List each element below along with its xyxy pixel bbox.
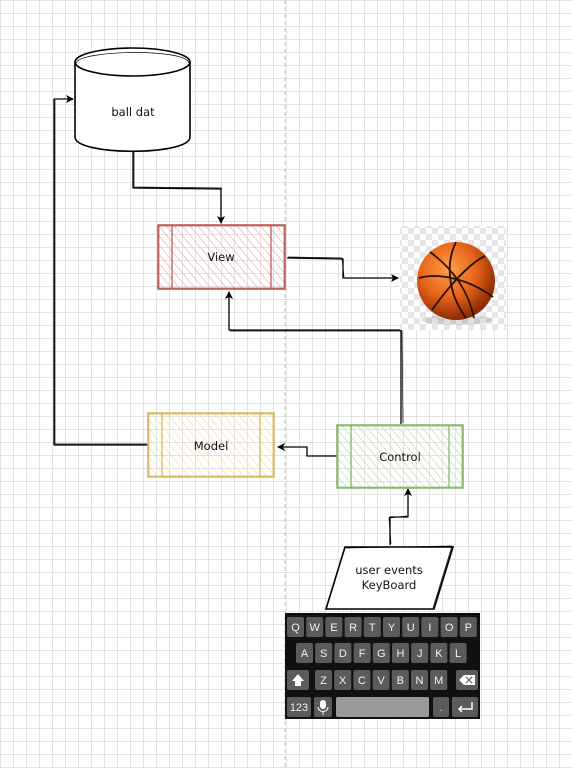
view-node[interactable]: View <box>157 224 286 290</box>
key-r-label: R <box>349 622 357 634</box>
database-top <box>74 47 191 77</box>
edge-control-to-view <box>225 291 402 424</box>
key-o-label: O <box>445 622 454 634</box>
key-f-label: F <box>359 648 366 660</box>
key-p <box>459 617 477 637</box>
space-key <box>336 697 429 717</box>
key-z-label: Z <box>320 675 327 687</box>
period-key-label: . <box>439 702 442 714</box>
key-w-label: W <box>310 622 321 634</box>
key-w <box>306 617 324 637</box>
key-v <box>372 670 390 690</box>
control-node[interactable]: Control <box>336 424 464 489</box>
key-b-label: B <box>397 675 404 687</box>
key-n <box>411 670 428 690</box>
key-x-label: X <box>339 675 347 687</box>
shift-icon <box>292 674 304 686</box>
edge-view-to-ball-sketch <box>287 256 345 278</box>
key-a-label: A <box>301 648 309 660</box>
key-i <box>421 617 439 637</box>
key-j-label: J <box>417 648 423 660</box>
edge-database-to-view <box>132 150 225 224</box>
key-k-label: K <box>435 648 443 660</box>
view-box <box>157 224 286 290</box>
key-t <box>363 617 381 637</box>
model-box <box>147 412 275 478</box>
period-key <box>433 697 449 717</box>
microphone-icon <box>320 700 326 709</box>
key-d <box>334 643 352 663</box>
key-s <box>315 643 333 663</box>
key-u-label: U <box>407 622 415 634</box>
key-g <box>372 643 390 663</box>
key-m-label: M <box>434 675 443 687</box>
key-c <box>353 670 371 690</box>
key-v-label: V <box>377 675 385 687</box>
key-e <box>325 617 343 637</box>
key-x <box>334 670 352 690</box>
control-box <box>336 424 464 489</box>
model-label: Model <box>194 439 229 453</box>
key-o <box>440 617 458 637</box>
key-s-label: S <box>320 648 327 660</box>
enter-icon <box>457 702 473 713</box>
view-label: View <box>207 250 234 264</box>
ball-seams <box>418 241 494 319</box>
database-body <box>74 62 191 152</box>
key-j <box>411 643 429 663</box>
key-g-label: G <box>377 648 386 660</box>
key-y <box>383 617 400 637</box>
key-l <box>449 643 467 663</box>
control-label: Control <box>379 450 421 464</box>
enter-key <box>452 697 478 717</box>
user-events-label: user events <box>355 563 422 577</box>
key-m <box>430 670 448 690</box>
key-b <box>391 670 409 690</box>
key-h <box>392 643 409 663</box>
key-p-label: P <box>465 622 472 634</box>
key-z <box>315 670 332 690</box>
key-l-label: L <box>455 648 461 660</box>
key-r <box>344 617 362 637</box>
keyboard-label: KeyBoard <box>362 578 417 592</box>
key-k <box>430 643 448 663</box>
edge-control-to-model <box>277 443 337 457</box>
key-c-label: C <box>358 675 366 687</box>
key-t-label: T <box>369 622 376 634</box>
connectors <box>53 95 412 545</box>
database-node[interactable]: ball dat <box>74 47 191 152</box>
database-label: ball dat <box>111 105 155 119</box>
edge-input-to-control-sketch <box>388 515 408 545</box>
edge-control-to-view-sketch <box>230 330 404 424</box>
numbers-key-label: 123 <box>290 702 308 714</box>
key-e-label: E <box>330 622 337 634</box>
keyboard-row-4: 123 . <box>287 697 478 717</box>
edge-model-to-database-sketch <box>54 100 147 445</box>
key-d-label: D <box>339 648 347 660</box>
numbers-key <box>287 697 311 717</box>
key-q <box>287 617 304 637</box>
key-a <box>296 643 313 663</box>
user-events-node[interactable]: user events KeyBoard <box>324 545 455 610</box>
key-y-label: Y <box>388 622 396 634</box>
key-f <box>353 643 371 663</box>
key-q-label: Q <box>291 622 300 634</box>
edge-model-to-database <box>53 95 148 446</box>
basketball-image <box>400 226 506 330</box>
key-i-label: I <box>428 622 431 634</box>
model-node[interactable]: Model <box>147 412 275 478</box>
edge-database-to-view-sketch <box>133 151 223 189</box>
key-u <box>402 617 420 637</box>
key-h-label: H <box>397 648 405 660</box>
key-n-label: N <box>416 675 424 687</box>
